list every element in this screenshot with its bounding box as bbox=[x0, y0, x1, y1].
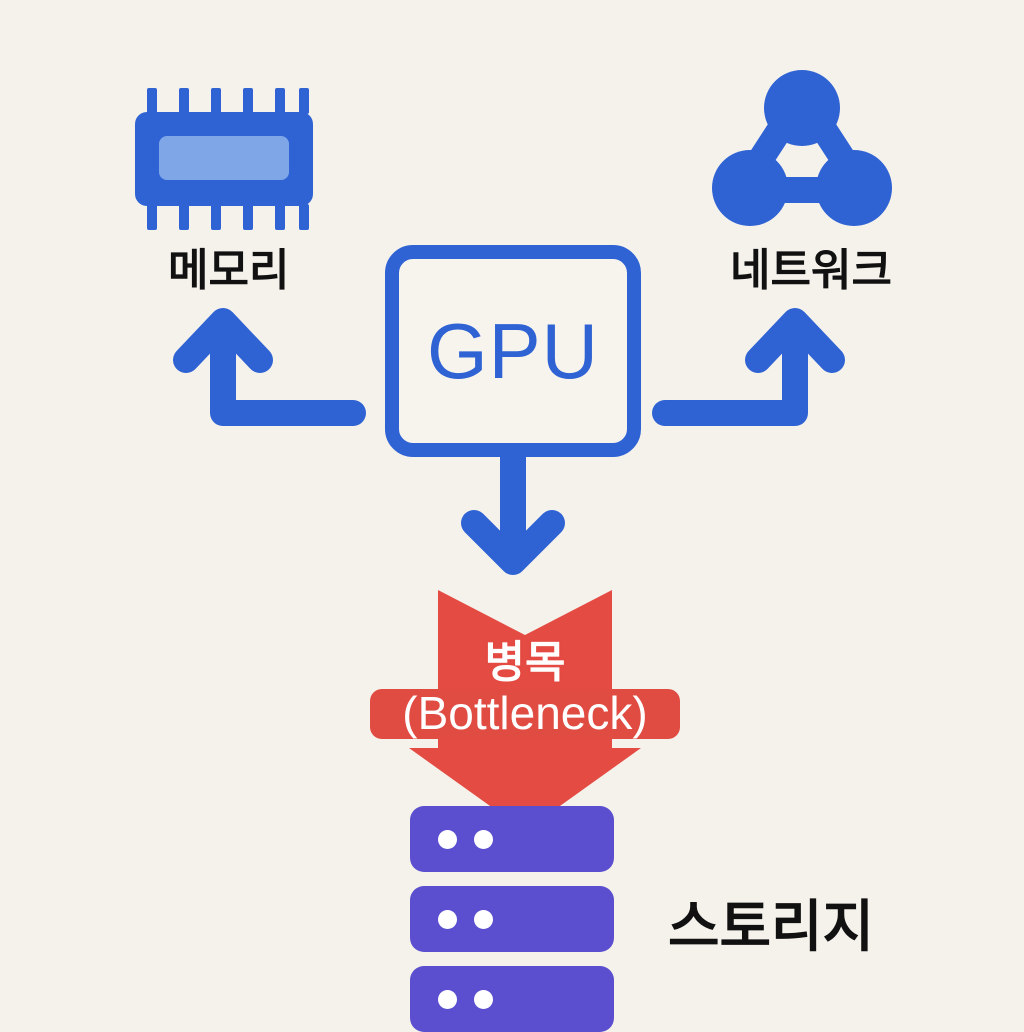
chip-pin bbox=[275, 204, 285, 230]
gpu-box-icon: GPU bbox=[385, 245, 641, 457]
storage-led-dot bbox=[474, 830, 493, 849]
chip-pin bbox=[211, 88, 221, 114]
network-nodes-icon bbox=[712, 68, 892, 228]
chip-pin bbox=[211, 204, 221, 230]
storage-led-dot bbox=[438, 910, 457, 929]
bottleneck-en-backdrop bbox=[370, 689, 680, 739]
gpu-to-memory-arrow bbox=[173, 308, 366, 426]
chip-pin bbox=[243, 204, 253, 230]
chip-pin bbox=[243, 88, 253, 114]
chip-pin bbox=[179, 204, 189, 230]
gpu-label: GPU bbox=[426, 307, 600, 395]
gpu-to-network-arrow bbox=[652, 308, 845, 426]
bottleneck-arrow: 병목 (Bottleneck) bbox=[370, 583, 680, 835]
storage-led-dot bbox=[438, 830, 457, 849]
storage-label: 스토리지 bbox=[668, 895, 875, 958]
storage-bar bbox=[410, 886, 614, 952]
storage-stack-icon bbox=[410, 806, 614, 1032]
chip-pin bbox=[299, 204, 309, 230]
gpu-to-bottleneck-arrow bbox=[461, 436, 565, 575]
storage-bar bbox=[410, 806, 614, 872]
chip-pin bbox=[179, 88, 189, 114]
bottleneck-label-en: (Bottleneck) bbox=[402, 687, 648, 739]
storage-bar bbox=[410, 966, 614, 1032]
chip-pin bbox=[147, 204, 157, 230]
chip-body bbox=[135, 112, 313, 206]
storage-led-dot bbox=[474, 910, 493, 929]
chip-inner-panel bbox=[159, 136, 289, 180]
storage-led-dot bbox=[438, 990, 457, 1009]
storage-led-dot bbox=[474, 990, 493, 1009]
memory-label: 메모리 bbox=[168, 246, 290, 295]
chip-pin bbox=[275, 88, 285, 114]
network-label: 네트워크 bbox=[730, 246, 892, 295]
memory-chip-icon bbox=[135, 88, 313, 230]
chip-pin bbox=[147, 88, 157, 114]
chip-pin bbox=[299, 88, 309, 114]
